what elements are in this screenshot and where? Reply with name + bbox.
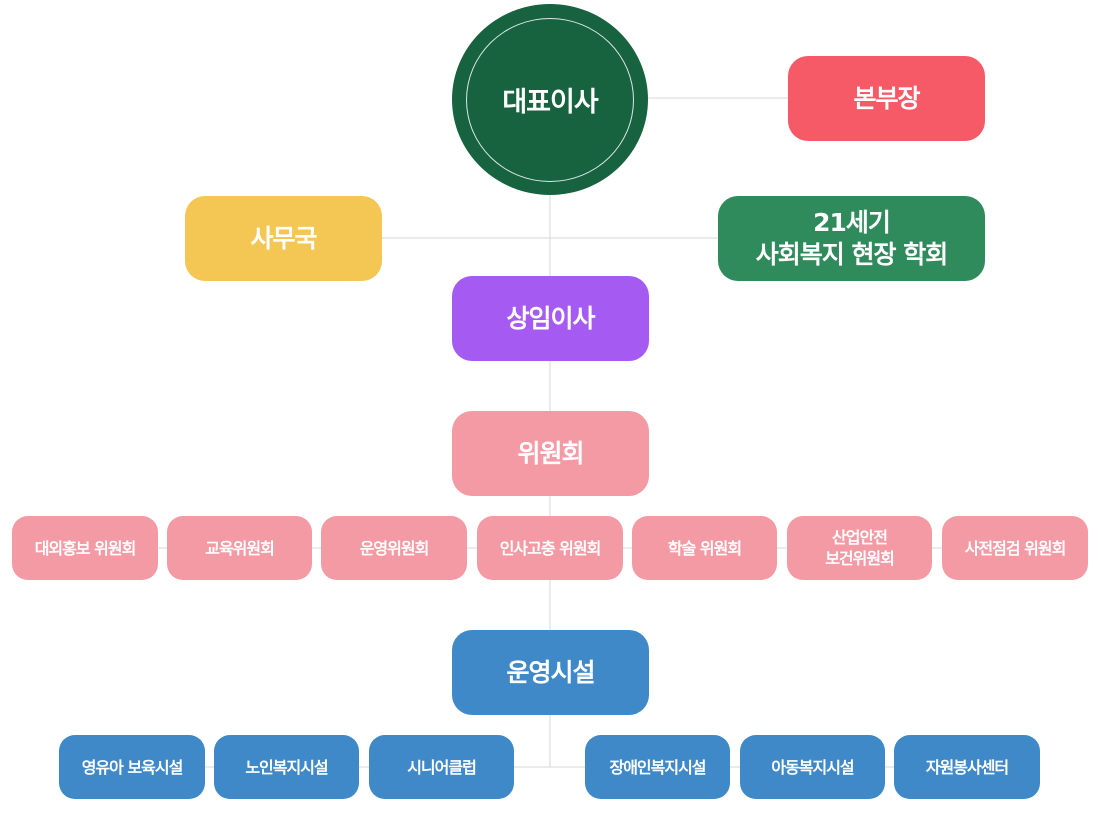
office-node: 사무국 bbox=[185, 196, 382, 281]
headquarters-node: 본부장 bbox=[788, 56, 985, 141]
committee-item: 대외홍보 위원회 bbox=[12, 516, 158, 580]
facility-item: 영유아 보육시설 bbox=[59, 735, 205, 799]
facility-item: 자원봉사센터 bbox=[894, 735, 1040, 799]
society-node: 21세기 사회복지 현장 학회 bbox=[718, 196, 985, 281]
committee-item: 산업안전 보건위원회 bbox=[787, 516, 932, 580]
committee-item: 사전점검 위원회 bbox=[942, 516, 1088, 580]
committee-item: 교육위원회 bbox=[167, 516, 312, 580]
facility-node: 운영시설 bbox=[452, 630, 649, 715]
facility-item: 시니어클럽 bbox=[369, 735, 514, 799]
committee-item: 운영위원회 bbox=[321, 516, 467, 580]
facility-item: 노인복지시설 bbox=[214, 735, 359, 799]
committee-node: 위원회 bbox=[452, 411, 649, 496]
ceo-node: 대표이사 bbox=[452, 4, 648, 195]
committee-item: 인사고충 위원회 bbox=[477, 516, 623, 580]
facility-item: 아동복지시설 bbox=[740, 735, 885, 799]
committee-item: 학술 위원회 bbox=[632, 516, 777, 580]
facility-item: 장애인복지시설 bbox=[585, 735, 730, 799]
executive-director-node: 상임이사 bbox=[452, 276, 649, 361]
